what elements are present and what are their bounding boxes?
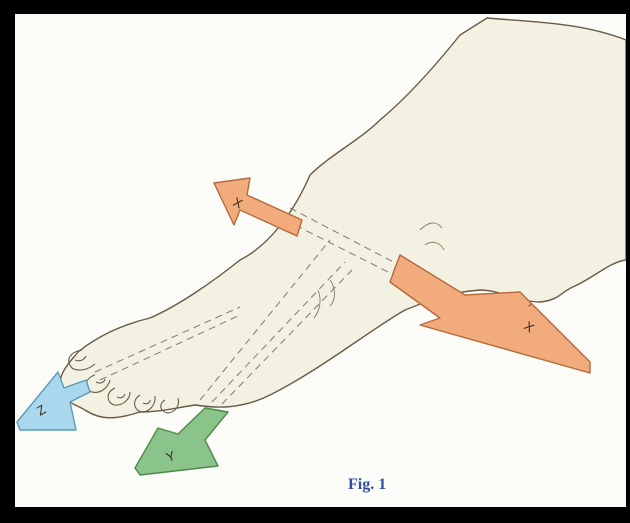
foot-diagram: X X ´ Y Z <box>15 14 626 507</box>
axis-y-arrow <box>135 408 228 475</box>
axis-x-prime-mark: ´ <box>528 302 532 317</box>
figure-caption: Fig. 1 <box>348 476 386 494</box>
figure-panel: X X ´ Y Z Fig. 1 <box>15 14 626 507</box>
axis-x-arrow <box>214 178 302 236</box>
